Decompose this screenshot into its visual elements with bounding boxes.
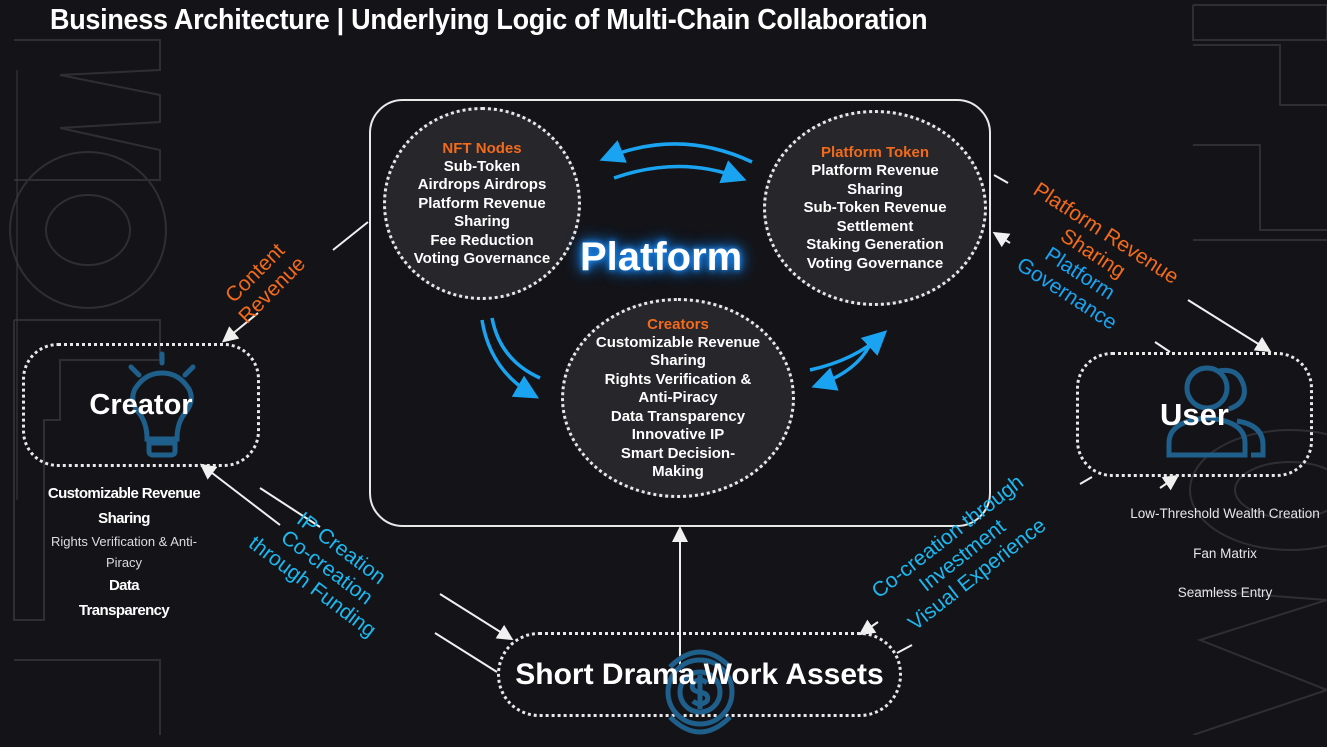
platform-token-title: Platform Token — [820, 144, 930, 161]
creators-item: Customizable Revenue — [595, 333, 761, 351]
short-drama-assets-label: Short Drama Work Assets — [515, 657, 884, 691]
creators-item: Anti-Piracy — [638, 389, 718, 406]
arrow-assets-to-creator-b — [199, 463, 281, 526]
user-feature: Fan Matrix — [1193, 545, 1257, 561]
arrow-platform-to-creator-b — [221, 312, 259, 343]
arrow-user-to-assets — [858, 619, 879, 636]
user-feature: Low-Threshold Wealth Creation — [1130, 506, 1320, 521]
creators-title: Creators — [647, 315, 709, 333]
creators-item: Innovative IP — [631, 426, 725, 443]
platform-label: Platform — [580, 235, 743, 279]
platform-token-item: Staking Generation — [806, 236, 944, 253]
arrow-token-to-user-a — [993, 174, 1009, 184]
arrow-platform-to-creator-a — [332, 221, 369, 251]
creator-feature: Sharing — [98, 510, 150, 527]
nft-nodes-item: Sharing — [454, 213, 510, 230]
nft-nodes-item: Voting Governance — [413, 250, 551, 267]
creator-feature: Data — [108, 577, 140, 594]
cycle-arrow-creators-to-token — [809, 330, 888, 372]
arrow-user-to-assets-b — [1079, 476, 1093, 485]
creator-feature: Customizable Revenue — [47, 485, 201, 502]
nft-nodes-item: Sub-Token — [443, 157, 521, 175]
arrow-assets-to-user-b — [1159, 474, 1180, 491]
platform-token-circle: Platform Token Platform Revenue Sharing … — [763, 110, 987, 306]
creator-feature: Piracy — [105, 555, 143, 570]
cycle-arrow-token-to-nft — [599, 140, 753, 164]
creators-item: Making — [652, 463, 704, 480]
nft-nodes-item: Platform Revenue — [418, 194, 546, 212]
creators-item: Rights Verification & — [604, 370, 752, 388]
dollar-cycle-icon — [665, 649, 735, 735]
creators-item: Smart Decision- — [620, 444, 736, 462]
platform-token-item: Sub-Token Revenue — [803, 199, 947, 216]
creator-feature: Transparency — [78, 602, 170, 619]
arrow-assets-to-creator-a — [259, 487, 321, 528]
platform-token-item: Settlement — [836, 217, 914, 235]
user-node: User — [1076, 352, 1313, 477]
cycle-arrow-nft-to-creators-a — [480, 319, 540, 399]
creator-node: Creator — [22, 343, 260, 467]
creators-item: Sharing — [650, 352, 706, 369]
platform-token-item: Sharing — [847, 180, 903, 198]
creator-label: Creator — [89, 388, 193, 421]
user-feature: Seamless Entry — [1177, 585, 1273, 600]
cycle-arrow-token-to-creators — [811, 339, 874, 391]
creator-feature: Rights Verification & Anti- — [51, 534, 197, 549]
creators-circle: Creators Customizable Revenue Sharing Ri… — [561, 298, 795, 498]
arrow-governance-link — [1154, 341, 1171, 353]
arrow-assets-to-user — [896, 644, 913, 654]
platform-token-item: Platform Revenue — [811, 162, 939, 179]
creator-feature-list: Customizable Revenue Sharing Rights Veri… — [30, 481, 218, 623]
arrow-user-to-token — [992, 231, 1011, 248]
nft-nodes-circle: NFT Nodes Sub-Token Airdrops Airdrops Pl… — [383, 107, 581, 300]
nft-nodes-item: Airdrops Airdrops — [417, 176, 547, 193]
creators-item: Data Transparency — [610, 407, 746, 425]
cycle-arrow-creators-to-nft — [490, 317, 541, 380]
user-feature-list: Low-Threshold Wealth Creation Fan Matrix… — [1120, 503, 1327, 622]
cycle-arrow-nft-to-token — [613, 160, 747, 184]
short-drama-assets-node: Short Drama Work Assets — [497, 632, 902, 735]
nft-nodes-title: NFT Nodes — [442, 139, 522, 157]
user-label: User — [1160, 396, 1229, 432]
page-title: Business Architecture | Underlying Logic… — [50, 4, 928, 36]
nft-nodes-item: Fee Reduction — [430, 231, 534, 249]
platform-token-item: Voting Governance — [806, 254, 944, 272]
arrow-creator-to-assets-b — [434, 632, 498, 673]
arrow-token-to-user-b — [1187, 299, 1272, 353]
arrow-creator-to-assets — [439, 593, 514, 641]
